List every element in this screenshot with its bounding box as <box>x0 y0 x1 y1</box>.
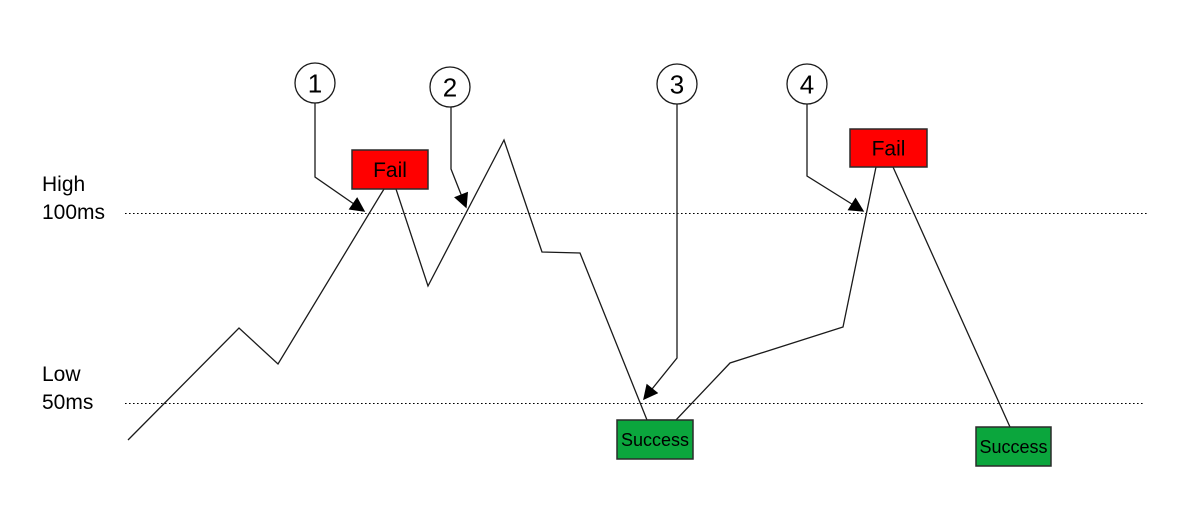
callout-circle-3 <box>656 63 698 105</box>
success-box-label-4: Success <box>979 437 1047 457</box>
callout-leader-1 <box>314 103 366 212</box>
callout-number-3: 3 <box>670 69 684 99</box>
threshold-label-low-1: 50ms <box>42 391 93 414</box>
callout-leader-4 <box>806 104 865 212</box>
fail-box-label-1: Fail <box>373 159 407 182</box>
success-box-4 <box>975 426 1052 467</box>
callout-circle-2 <box>429 66 471 108</box>
callout-number-1: 1 <box>308 68 322 98</box>
callout-leader-3 <box>643 104 678 401</box>
callout-number-2: 2 <box>443 72 457 102</box>
callout-number-4: 4 <box>800 69 814 99</box>
threshold-label-low-0: Low <box>42 363 81 386</box>
fail-box-2 <box>849 128 928 168</box>
callout-circle-4 <box>786 63 828 105</box>
callout-circle-1 <box>294 62 336 104</box>
threshold-label-high-0: High <box>42 173 85 196</box>
success-box-3 <box>616 419 694 460</box>
latency-line <box>127 138 1011 441</box>
callout-leader-2 <box>450 107 469 209</box>
success-box-label-3: Success <box>621 430 689 450</box>
fail-box-1 <box>351 149 429 190</box>
fail-box-label-2: Fail <box>872 138 906 161</box>
threshold-label-high-1: 100ms <box>42 201 105 224</box>
